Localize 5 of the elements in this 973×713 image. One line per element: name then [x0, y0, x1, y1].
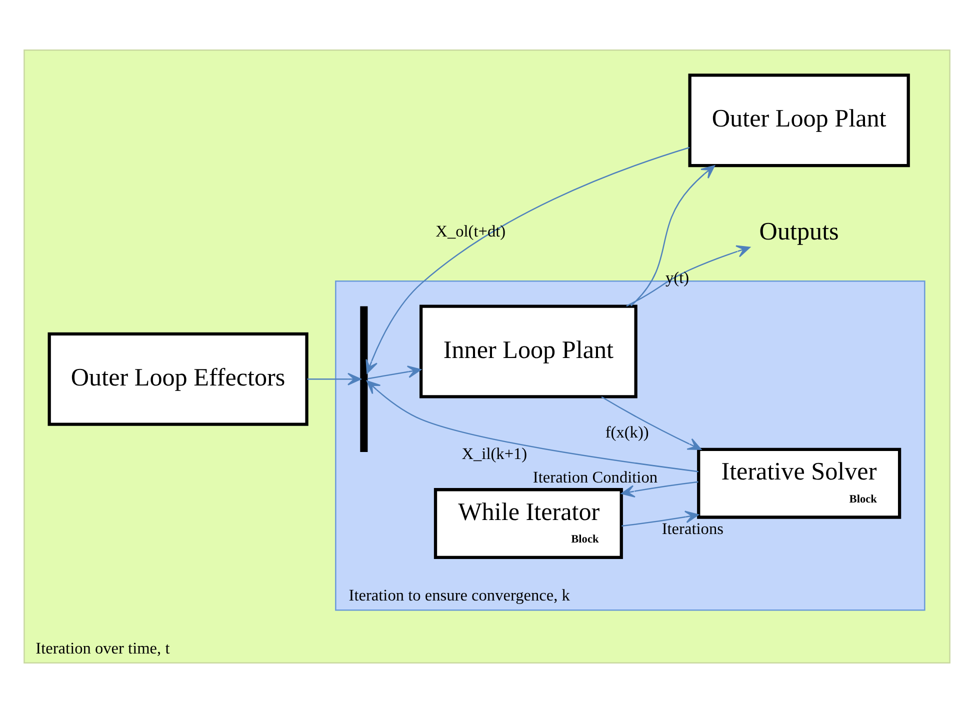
edge-label: f(x(k)) — [604, 422, 648, 442]
edge-label: Iterations — [661, 519, 723, 538]
edge-label: X_il(k+1) — [461, 444, 527, 464]
node-text: Outputs — [758, 218, 838, 246]
edge-label: Iteration Condition — [532, 468, 658, 487]
